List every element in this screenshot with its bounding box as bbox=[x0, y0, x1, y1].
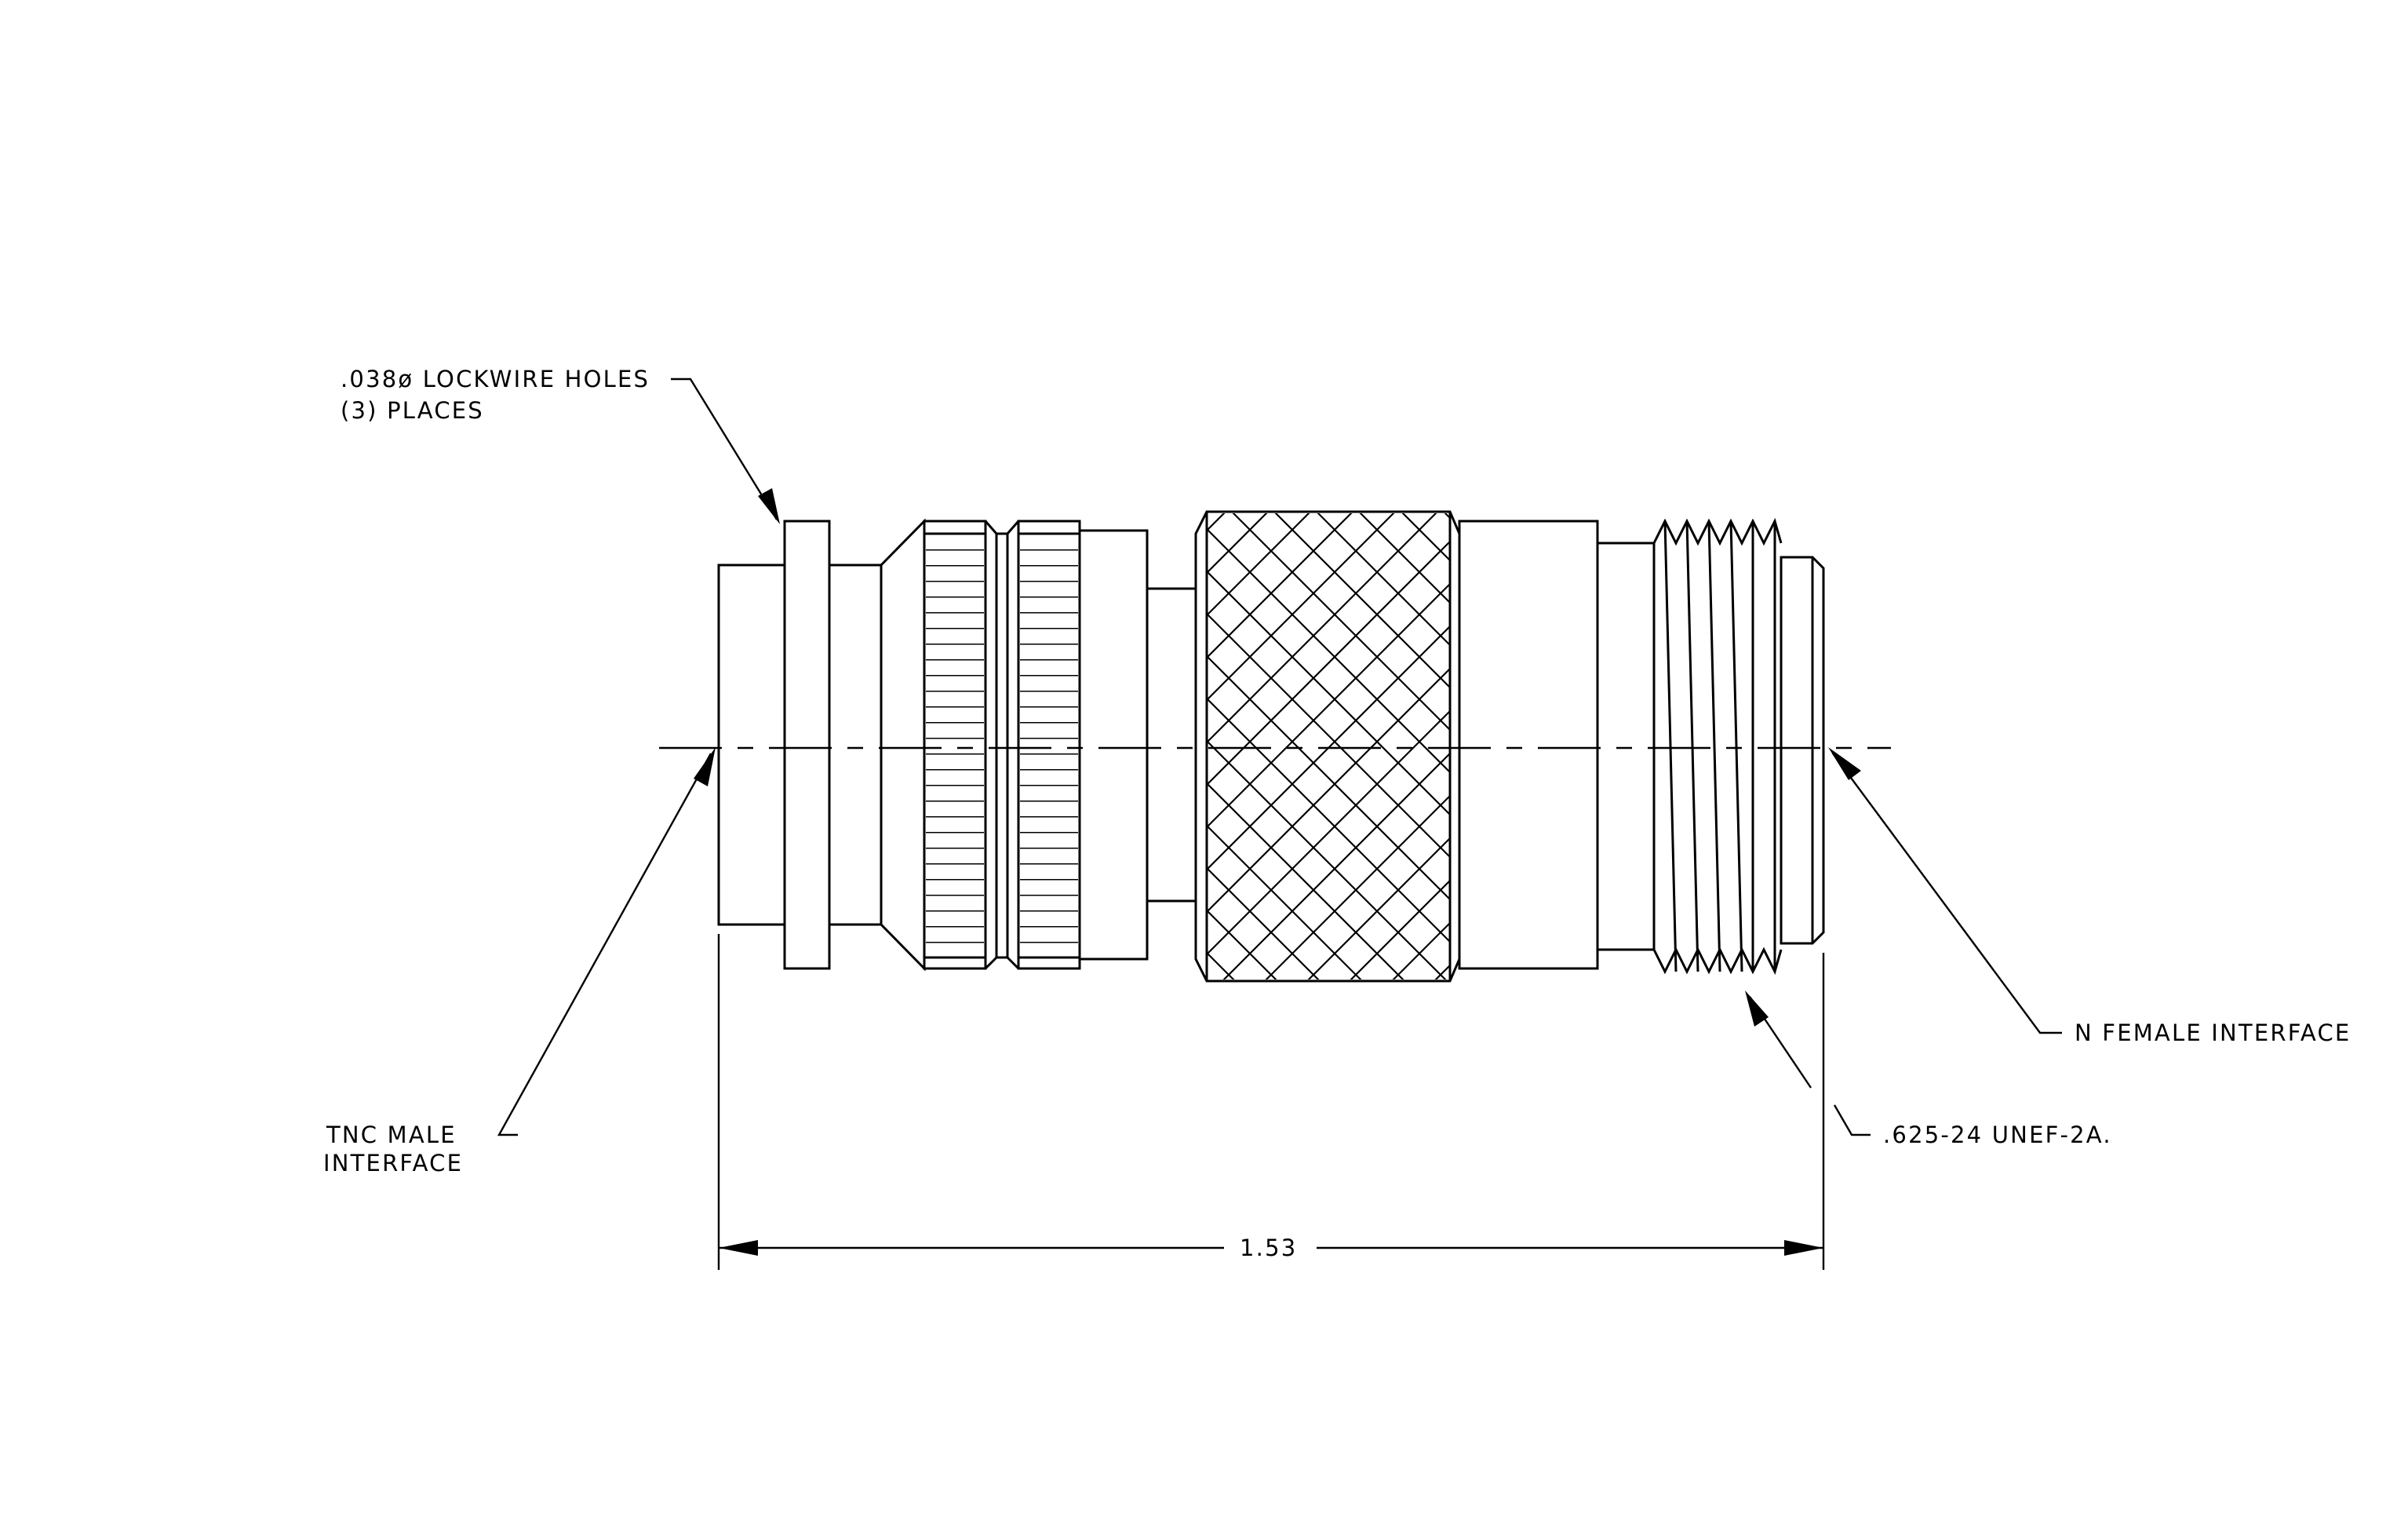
lockwire-leader bbox=[671, 378, 778, 520]
n-female-front bbox=[1780, 556, 1825, 945]
lockwire-label-line1: .038ø LOCKWIRE HOLES bbox=[341, 366, 650, 392]
dimension-arrow-right bbox=[1784, 1240, 1823, 1256]
n-female-leader bbox=[1832, 753, 2062, 1034]
thread-label: .625-24 UNEF-2A. bbox=[1883, 1122, 2112, 1148]
dimension-arrow-left bbox=[719, 1240, 758, 1256]
center-neck bbox=[1146, 587, 1197, 903]
tnc-label-line2: INTERFACE bbox=[323, 1150, 463, 1176]
n-female-label: N FEMALE INTERFACE bbox=[2075, 1019, 2351, 1046]
coupling-taper bbox=[880, 518, 926, 972]
n-female-body bbox=[1458, 520, 1599, 970]
lockwire-flange bbox=[783, 520, 831, 970]
lockwire-arrow bbox=[758, 488, 780, 524]
flange-neck bbox=[828, 564, 883, 926]
thread-label-tick bbox=[1833, 1104, 1871, 1136]
thread-arrow bbox=[1745, 990, 1769, 1027]
tnc-arrow bbox=[694, 747, 716, 786]
tnc-front-body bbox=[717, 564, 786, 926]
overall-length-dimension: 1.53 bbox=[1240, 1235, 1297, 1261]
lockwire-label-line2: (3) PLACES bbox=[341, 397, 484, 424]
nut-collar bbox=[1078, 529, 1149, 961]
tnc-label-line1: TNC MALE bbox=[326, 1122, 457, 1148]
coupling-nut-ribbed-1 bbox=[923, 520, 987, 970]
n-female-arrow bbox=[1828, 747, 1861, 780]
thread-relief bbox=[1596, 542, 1656, 951]
thread-section bbox=[1652, 517, 1783, 976]
tnc-leader bbox=[497, 753, 712, 1136]
